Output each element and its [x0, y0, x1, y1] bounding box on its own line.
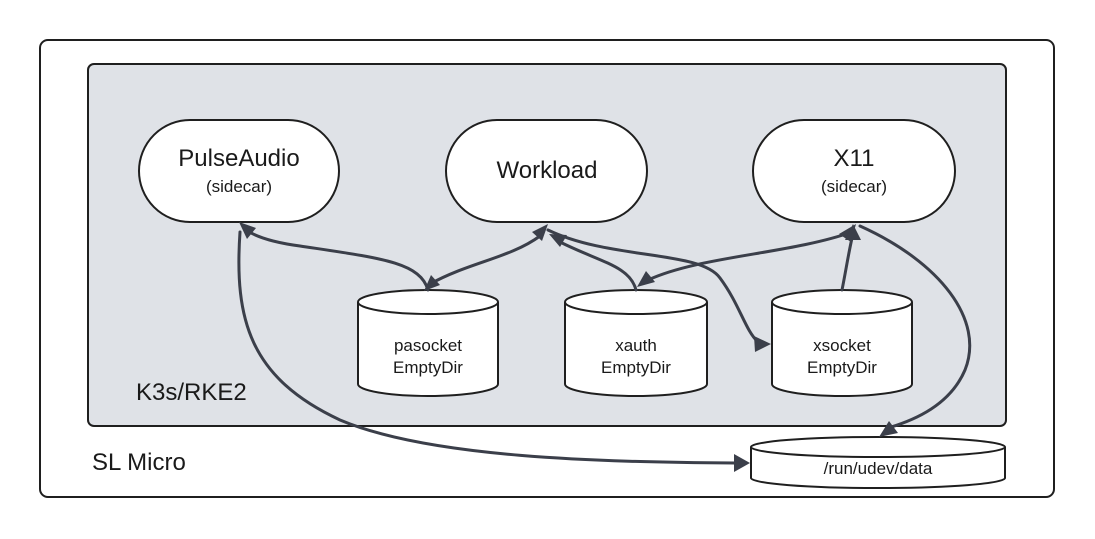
connector-pulseaudio-udev: [237, 230, 750, 472]
connector-pasocket-workload: [424, 224, 548, 291]
pasocket-volume: pasocket EmptyDir: [357, 289, 499, 397]
pasocket-type: EmptyDir: [393, 358, 463, 377]
x11-title: X11: [834, 145, 875, 172]
k3s-rke2-label: K3s/RKE2: [136, 379, 247, 406]
pulseaudio-title: PulseAudio: [178, 145, 299, 172]
pasocket-name: pasocket: [394, 336, 462, 355]
xauth-name: xauth: [615, 336, 657, 355]
xsocket-volume: xsocket EmptyDir: [771, 289, 913, 397]
connector-x11-udev: [858, 224, 972, 437]
connector-pasocket-pulseaudio: [239, 222, 430, 292]
x11-subtitle: (sidecar): [821, 177, 887, 196]
workload-title: Workload: [497, 157, 598, 184]
xauth-type: EmptyDir: [601, 358, 671, 377]
xauth-volume: xauth EmptyDir: [564, 289, 708, 397]
xsocket-name: xsocket: [813, 336, 871, 355]
udev-data-volume: /run/udev/data: [750, 436, 1006, 489]
connector-workload-xsocket: [546, 228, 771, 352]
x11-container: X11 (sidecar): [752, 119, 956, 223]
xsocket-type: EmptyDir: [807, 358, 877, 377]
pulseaudio-container: PulseAudio (sidecar): [138, 119, 340, 223]
workload-container: Workload: [445, 119, 648, 223]
udev-data-path: /run/udev/data: [824, 459, 933, 478]
sl-micro-label: SL Micro: [92, 449, 186, 476]
connector-xsocket-x11: [840, 224, 861, 292]
pulseaudio-subtitle: (sidecar): [206, 177, 272, 196]
